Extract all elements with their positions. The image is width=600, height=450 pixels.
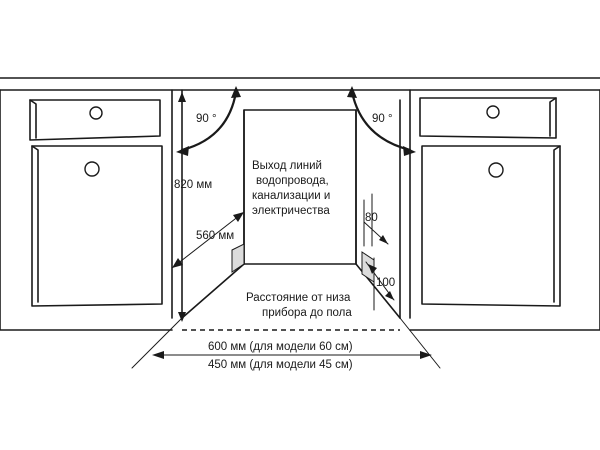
- dim-100-label: 100: [376, 277, 395, 289]
- installation-niche: [181, 109, 401, 331]
- right-angle-label: 90 °: [372, 113, 393, 125]
- width-60-label: 600 мм (для модели 60 см): [208, 341, 353, 353]
- width-45-label: 450 мм (для модели 45 см): [208, 359, 353, 371]
- countertop: [0, 77, 600, 91]
- height-820-label: 820 мм: [174, 179, 212, 191]
- outlet-label-line-2: водопровода,: [256, 175, 329, 187]
- outlet-label-line-3: канализации и: [252, 190, 330, 202]
- left-cabinet: [0, 89, 183, 331]
- dim-80: [363, 193, 389, 247]
- height-820-dimension: [178, 92, 186, 322]
- left-angle-label: 90 °: [196, 113, 217, 125]
- right-drawer-knob: [486, 105, 500, 119]
- outlet-label-line-1: Выход линий: [252, 160, 322, 172]
- floor-distance-line-2: прибора до пола: [262, 307, 352, 319]
- height-560-dimension: [171, 211, 245, 269]
- height-560-label: 560 мм: [196, 230, 234, 242]
- left-drawer-knob: [89, 106, 103, 120]
- right-cabinet: [399, 89, 600, 331]
- right-door-knob: [488, 162, 504, 178]
- left-door-knob: [84, 161, 100, 177]
- left-plinth: [231, 243, 245, 273]
- dim-80-label: 80: [365, 212, 378, 224]
- outlet-label-line-4: электричества: [252, 205, 330, 217]
- width-dimension: [131, 317, 441, 369]
- dim-100: [365, 257, 395, 311]
- right-door-swing: [347, 86, 416, 156]
- floor-distance-line-1: Расстояние от низа: [246, 292, 351, 304]
